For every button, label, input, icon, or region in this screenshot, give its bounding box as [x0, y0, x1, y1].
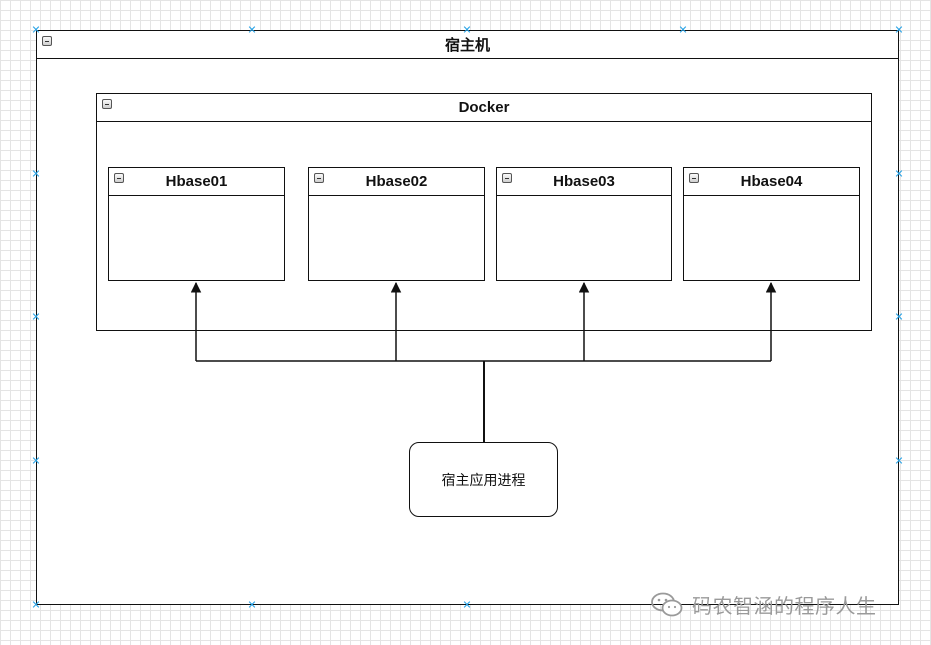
hbase-node-title: Hbase04: [740, 173, 803, 190]
hbase-node-title: Hbase03: [553, 173, 615, 190]
resize-handle[interactable]: ✕: [894, 454, 904, 468]
hbase-node[interactable]: Hbase01: [108, 167, 285, 281]
hbase-node[interactable]: Hbase04: [683, 167, 860, 281]
hbase-node[interactable]: Hbase02: [308, 167, 485, 281]
collapse-icon[interactable]: [689, 173, 699, 183]
collapse-icon[interactable]: [314, 173, 324, 183]
resize-handle[interactable]: ✕: [462, 23, 472, 37]
watermark: 码农智涵的程序人生: [650, 590, 877, 619]
hbase-node[interactable]: Hbase03: [496, 167, 672, 281]
docker-title: Docker: [458, 99, 510, 116]
resize-handle[interactable]: ✕: [247, 598, 257, 612]
host-process-node[interactable]: 宿主应用进程: [409, 442, 558, 517]
resize-handle[interactable]: ✕: [31, 598, 41, 612]
collapse-icon[interactable]: [102, 99, 112, 109]
collapse-icon[interactable]: [42, 36, 52, 46]
hbase-node-title: Hbase02: [365, 173, 428, 190]
resize-handle[interactable]: ✕: [247, 23, 257, 37]
resize-handle[interactable]: ✕: [894, 310, 904, 324]
collapse-icon[interactable]: [502, 173, 512, 183]
hbase-node-header: Hbase02: [309, 168, 484, 196]
docker-header: Docker: [97, 94, 871, 122]
resize-handle[interactable]: ✕: [462, 598, 472, 612]
watermark-text: 码农智涵的程序人生: [692, 596, 877, 618]
host-process-label: 宿主应用进程: [441, 471, 526, 488]
resize-handle[interactable]: ✕: [678, 23, 688, 37]
resize-handle[interactable]: ✕: [894, 23, 904, 37]
hbase-node-header: Hbase03: [497, 168, 671, 196]
collapse-icon[interactable]: [114, 173, 124, 183]
hbase-node-title: Hbase01: [165, 173, 228, 190]
host-title: 宿主机: [444, 37, 490, 54]
wechat-icon: [651, 592, 683, 616]
host-header: 宿主机: [37, 31, 898, 59]
hbase-node-header: Hbase04: [684, 168, 859, 196]
resize-handle[interactable]: ✕: [894, 167, 904, 181]
resize-handle[interactable]: ✕: [31, 310, 41, 324]
resize-handle[interactable]: ✕: [31, 454, 41, 468]
resize-handle[interactable]: ✕: [31, 23, 41, 37]
hbase-node-header: Hbase01: [109, 168, 284, 196]
resize-handle[interactable]: ✕: [31, 167, 41, 181]
